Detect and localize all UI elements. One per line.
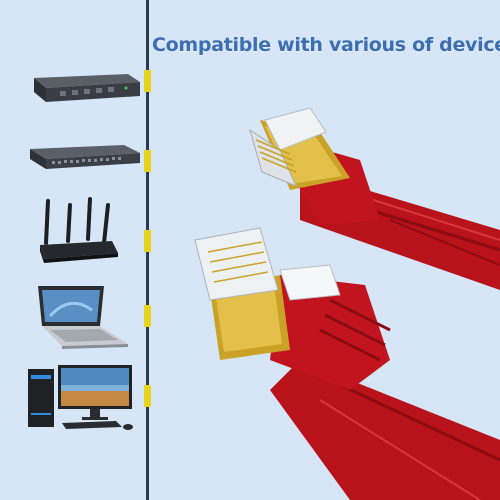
divider-mark xyxy=(144,150,151,172)
divider-mark xyxy=(144,70,151,92)
ethernet-cable-pair xyxy=(150,60,500,500)
wifi-router-icon xyxy=(0,195,145,270)
headline: Compatible with various of devices xyxy=(152,34,500,56)
desktop-computer-icon xyxy=(0,355,145,435)
divider-mark xyxy=(144,305,151,327)
divider-mark xyxy=(144,385,151,407)
divider-mark xyxy=(144,230,151,252)
modem-icon xyxy=(0,60,145,110)
laptop-icon xyxy=(0,280,145,350)
network-switch-icon xyxy=(0,135,145,180)
